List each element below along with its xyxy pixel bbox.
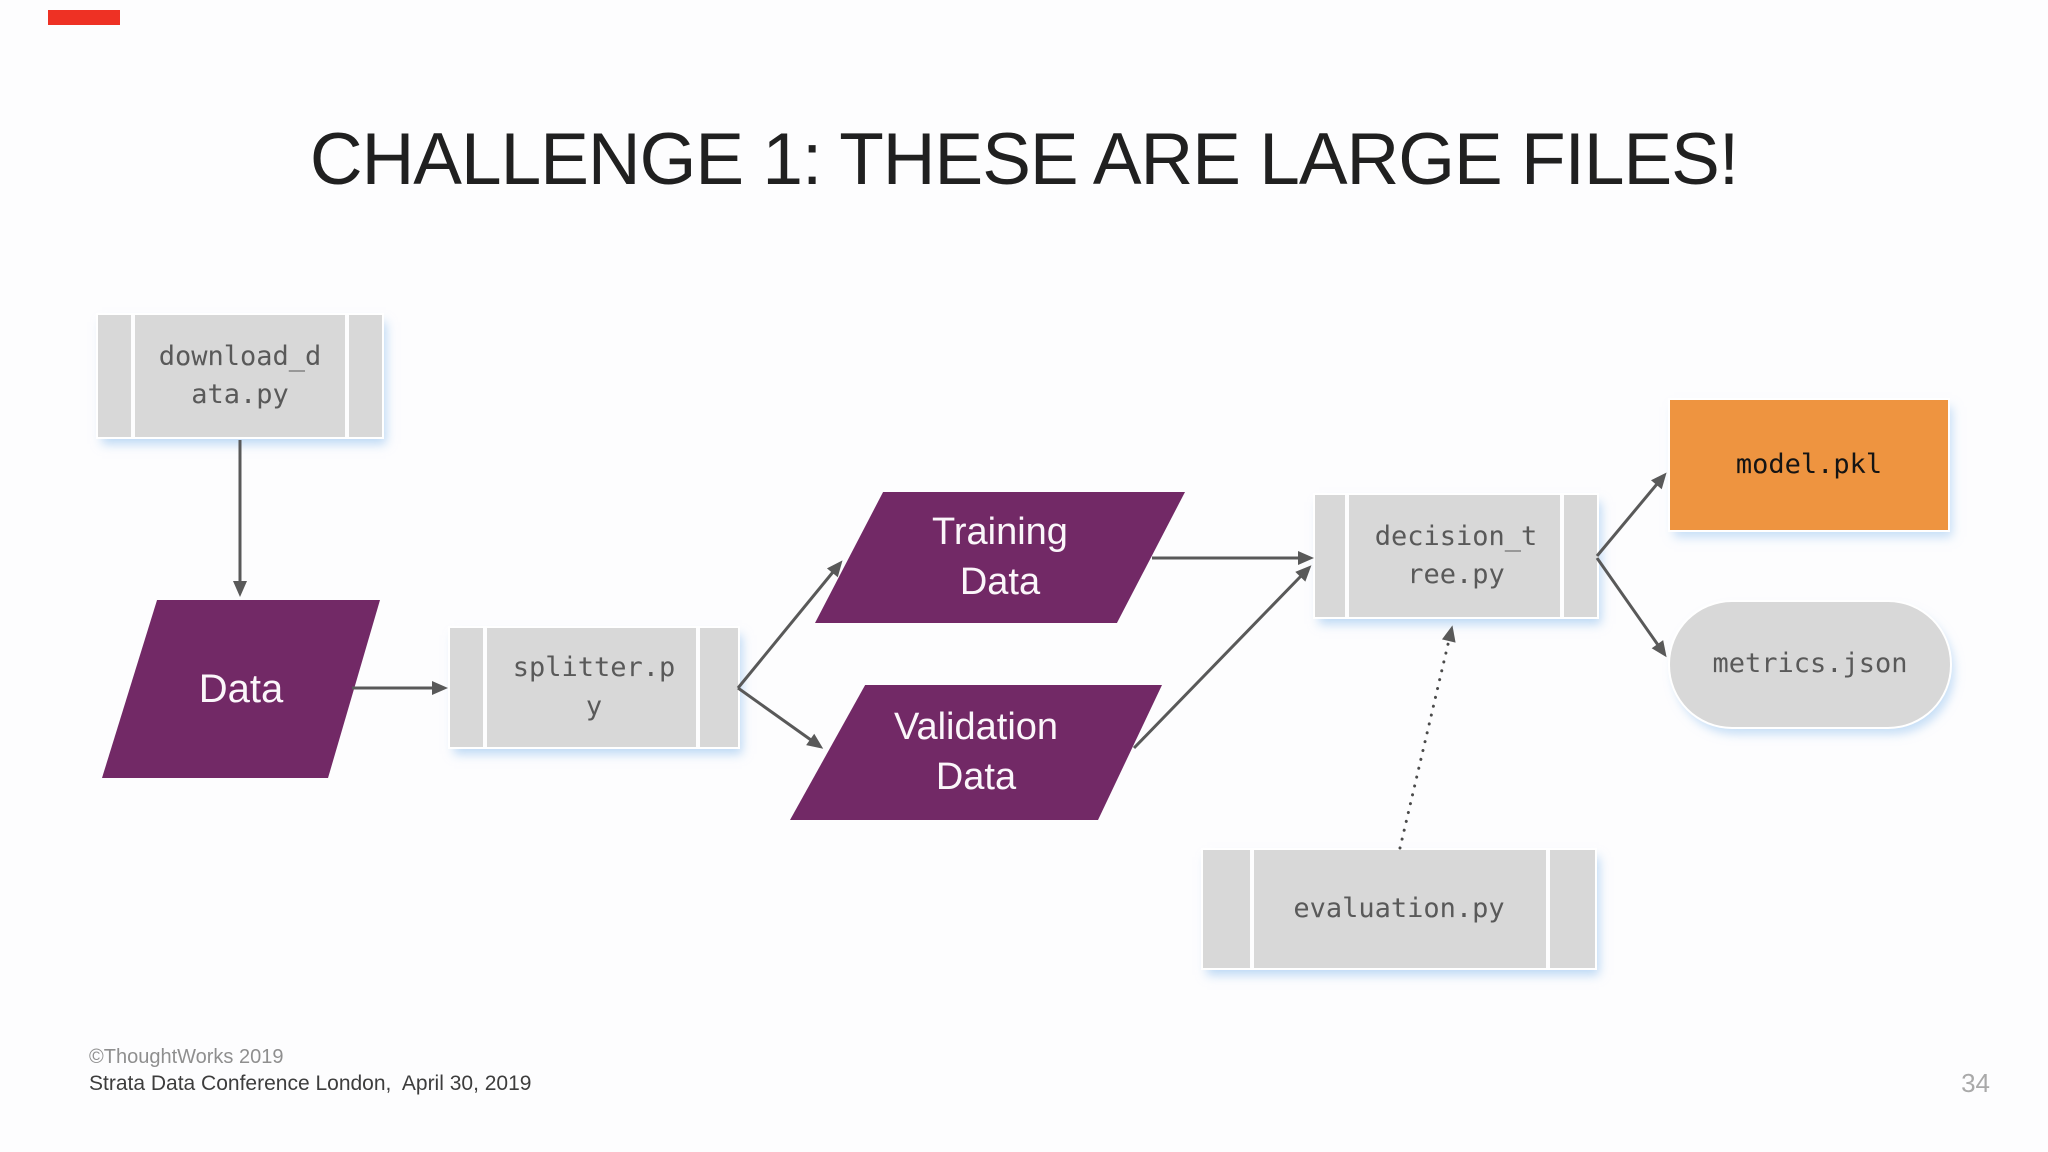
node-label-line: y [585, 690, 603, 722]
node-model-output: model.pkl [1670, 400, 1948, 530]
node-label: Data [198, 667, 284, 711]
node-label: decision_t ree.py [1375, 518, 1538, 595]
arrow-evaluation-to-decision-tree-dotted [1398, 625, 1456, 850]
node-evaluation-script: evaluation.py [1203, 850, 1595, 968]
footer-copyright: ©ThoughtWorks 2019 [89, 1046, 284, 1068]
node-data: Data [102, 600, 380, 778]
node-label: model.pkl [1735, 448, 1883, 480]
node-splitter-script: splitter.p y [450, 628, 738, 747]
panel-divider [1345, 495, 1349, 617]
node-decision-tree-script: decision_t ree.py [1315, 495, 1597, 617]
node-label-line: download_d [158, 340, 322, 372]
node-label-line: Data [935, 755, 1017, 798]
panel-divider [483, 628, 487, 747]
arrow-validation-to-decision-tree [1132, 565, 1312, 750]
arrow-decision-tree-to-model [1595, 472, 1667, 557]
node-metrics-output: metrics.json [1670, 602, 1950, 727]
node-label: splitter.p y [513, 649, 676, 726]
node-label-line: Data [959, 560, 1041, 603]
node-label: evaluation.py [1293, 892, 1505, 924]
node-label-line: Training [932, 511, 1068, 554]
node-label: download_d ata.py [159, 338, 322, 415]
footer-conference: Strata Data Conference London, April 30,… [89, 1072, 532, 1095]
arrow-decision-tree-to-metrics [1595, 557, 1667, 658]
node-label-line: ree.py [1407, 559, 1505, 590]
node-label-line: ata.py [191, 379, 289, 410]
brand-mark [48, 10, 120, 25]
panel-divider [696, 628, 700, 747]
node-label-line: splitter.p [512, 652, 676, 684]
node-label-line: decision_t [1374, 520, 1538, 552]
node-label: metrics.json [1712, 648, 1908, 680]
panel-divider [1546, 850, 1550, 968]
panel-divider [345, 315, 349, 437]
node-download-script: download_d ata.py [98, 315, 382, 437]
panel-divider [1560, 495, 1564, 617]
arrow-splitter-to-validation [737, 686, 824, 749]
arrow-splitter-to-training [736, 560, 843, 689]
page-number: 34 [1961, 1068, 1990, 1098]
node-label-line: Validation [893, 706, 1059, 749]
panel-divider [1250, 850, 1254, 968]
slide-title: CHALLENGE 1: THESE ARE LARGE FILES! [309, 119, 1739, 200]
panel-divider [131, 315, 135, 437]
